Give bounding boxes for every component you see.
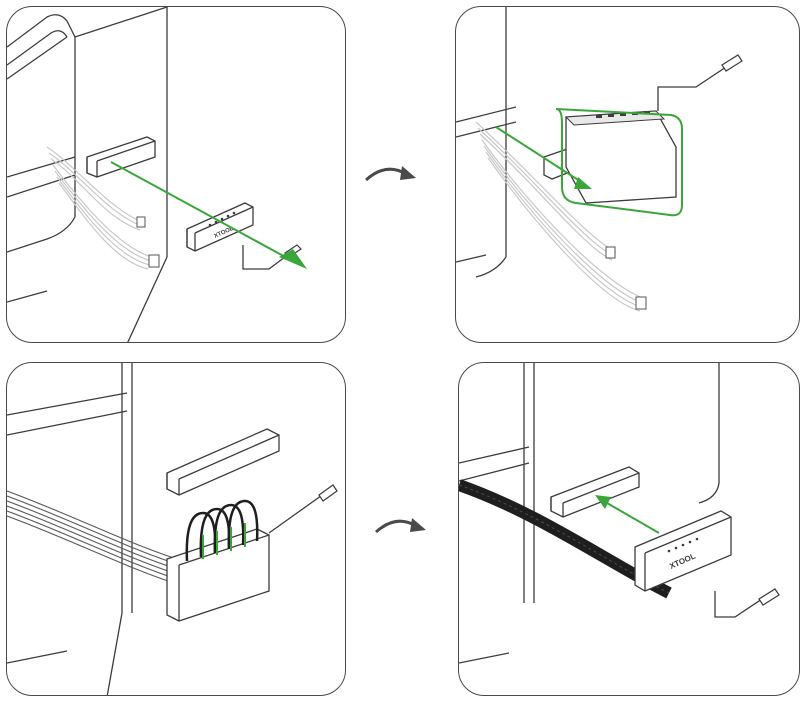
mount-bracket (166, 428, 280, 496)
arrow-head (574, 177, 592, 189)
curved-arrow-right-icon (364, 166, 416, 182)
step-1-illustration: XTOOL (7, 7, 307, 342)
usb-plug-icon (758, 588, 780, 606)
hub-module (564, 110, 677, 204)
step-3-illustration (7, 363, 338, 695)
insert-direction-arrow (595, 495, 660, 534)
step-2-illustration (456, 7, 743, 312)
insert-direction-arrow (495, 126, 587, 186)
hub-module: XTOOL (186, 202, 254, 252)
hub-module: XTOOL (634, 510, 732, 592)
cable-connector-icon (605, 246, 616, 259)
step-4-panel: XTOOL (458, 362, 800, 696)
cable-connector-icon (136, 216, 146, 228)
wrap-path-arrow (555, 108, 683, 217)
cable-connector-icon (635, 296, 647, 310)
hub-module (166, 528, 270, 622)
step-3-panel (6, 362, 346, 696)
mount-bracket (550, 466, 640, 518)
usb-plug-icon (721, 54, 743, 72)
cable-loops (185, 499, 259, 562)
usb-plug-icon (318, 484, 338, 502)
curved-arrow-right-icon (374, 518, 426, 534)
mount-bracket (86, 136, 156, 178)
insert-direction-arrow (110, 161, 307, 269)
cable-connector-icon (148, 254, 160, 268)
step-2-panel (455, 6, 800, 343)
step-1-panel: XTOOL (6, 6, 346, 343)
step-4-illustration: XTOOL (459, 363, 780, 664)
press-down-arrows (202, 523, 246, 559)
